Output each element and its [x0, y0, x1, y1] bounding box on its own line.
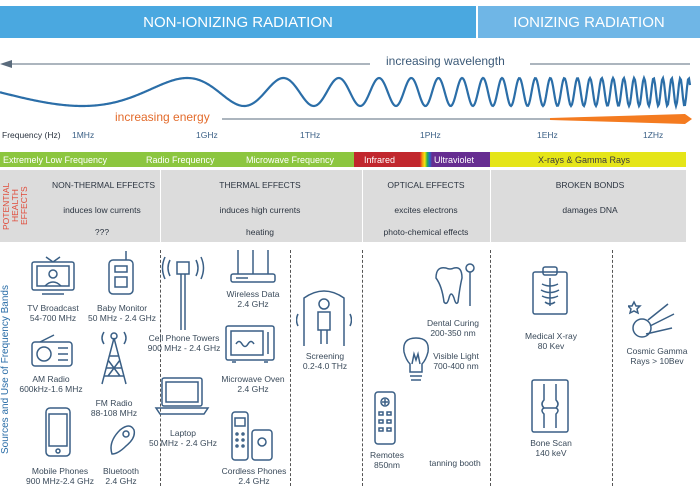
mobile-phone-icon [45, 407, 71, 457]
effects-title-broken-bonds: BROKEN BONDS [555, 180, 625, 190]
band-infrared-label: Infrared [364, 154, 396, 165]
column-divider [362, 170, 363, 242]
freq-tick-1ghz: 1GHz [196, 130, 218, 140]
am-radio-icon [31, 334, 73, 367]
band-rf-label: Radio Frequency [146, 154, 215, 165]
body-scanner-icon [296, 290, 352, 346]
ionizing-header: IONIZING RADIATION [478, 6, 700, 38]
column-divider [160, 170, 161, 242]
freq-tick-1thz: 1THz [300, 130, 321, 140]
effects-line: ??? [94, 227, 110, 237]
spectrum-bar [0, 152, 686, 167]
bluetooth-headset-icon [110, 425, 136, 455]
energy-arrow [222, 114, 692, 124]
band-visible-bg [420, 152, 432, 167]
increasing-energy-label: increasing energy [115, 110, 210, 124]
tanning-booth-label: tanning booth [429, 458, 481, 468]
freq-tick-1mhz: 1MHz [72, 130, 95, 140]
wavelength-arrow [0, 60, 690, 68]
baby-monitor-icon [108, 251, 134, 295]
remote-control-icon [374, 391, 396, 445]
effects-title-nonthermal: NON-THERMAL EFFECTS [52, 180, 156, 190]
microwave-oven-icon [225, 325, 275, 363]
band-ultraviolet-bg [432, 152, 490, 167]
freq-tick-1ehz: 1EHz [537, 130, 558, 140]
band-ultraviolet-label: Ultraviolet [434, 154, 475, 165]
non-ionizing-header: NON-IONIZING RADIATION [0, 6, 476, 38]
effects-line: induces high currents [219, 205, 301, 215]
source-divider [612, 250, 613, 486]
source-divider [290, 250, 291, 486]
cosmic-ray-icon [628, 300, 675, 338]
bone-scan-icon [531, 379, 569, 433]
effects-line: photo-chemical effects [383, 227, 469, 237]
wave-graphic [0, 74, 692, 111]
effects-title-optical: OPTICAL EFFECTS [387, 180, 465, 190]
freq-tick-1zhz: 1ZHz [643, 130, 664, 140]
xray-clipboard-icon [532, 266, 568, 315]
dental-curing-icon [435, 263, 475, 306]
laptop-icon [154, 377, 210, 415]
non-ionizing-label: NON-IONIZING RADIATION [143, 13, 333, 31]
band-microwave-label: Microwave Frequency [246, 154, 335, 165]
fm-tower-icon [101, 331, 127, 385]
column-divider [490, 170, 491, 242]
sources-side-label: Sources and Use of Frequency Bands [0, 285, 11, 455]
effects-line: induces low currents [63, 205, 141, 215]
cell-tower-icon [161, 256, 205, 330]
tv-icon [31, 256, 75, 295]
frequency-axis-label: Frequency (Hz) [2, 130, 61, 140]
band-xray-label: X-rays & Gamma Rays [538, 154, 631, 165]
ionizing-label: IONIZING RADIATION [513, 13, 665, 31]
health-effects-side-label: POTENTIAL HEALTH EFFECTS [1, 182, 29, 230]
cordless-phone-icon [231, 411, 273, 461]
band-xray-bg [490, 152, 686, 167]
source-divider [160, 250, 161, 486]
increasing-wavelength-label: increasing wavelength [386, 54, 505, 68]
source-divider [490, 250, 491, 486]
health-effects-table [0, 170, 686, 242]
effects-line: heating [246, 227, 274, 237]
wireless-router-icon [230, 250, 276, 283]
band-rf-bg [0, 152, 354, 167]
effects-line: excites electrons [394, 205, 458, 215]
effects-line: damages DNA [562, 205, 618, 215]
effects-title-thermal: THERMAL EFFECTS [219, 180, 301, 190]
freq-tick-1phz: 1PHz [420, 130, 441, 140]
band-elf-label: Extremely Low Frequency [3, 154, 108, 165]
light-bulb-icon [403, 337, 429, 381]
band-infrared-bg [354, 152, 420, 167]
source-divider [362, 250, 363, 486]
